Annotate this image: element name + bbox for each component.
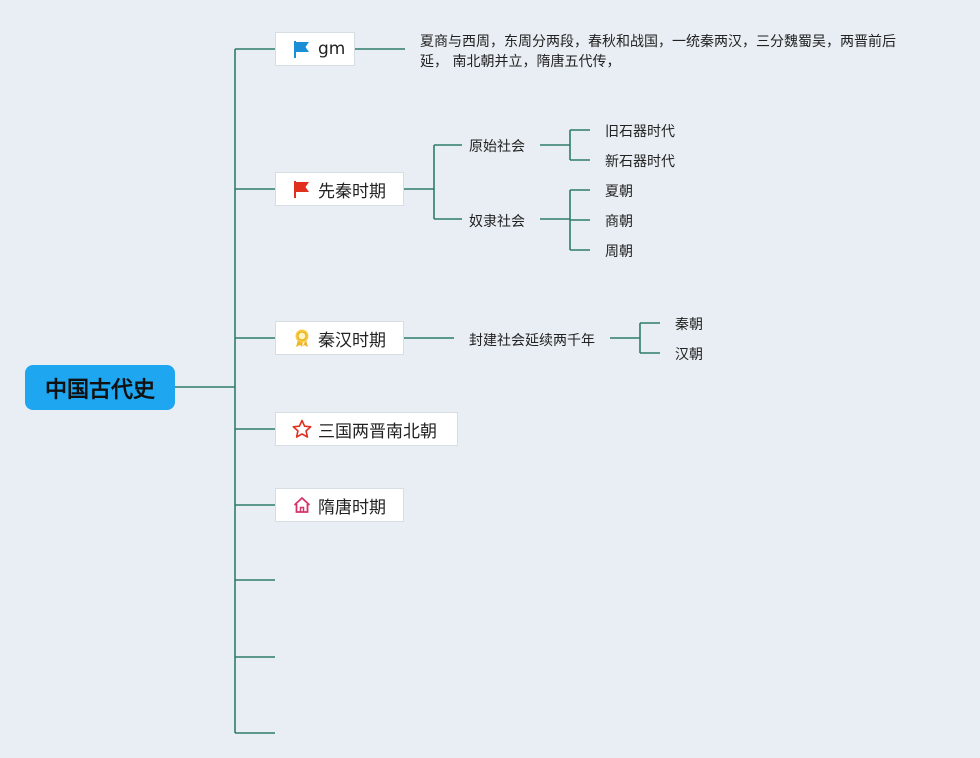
subtopic-nuli[interactable]: 奴隶社会	[469, 214, 525, 230]
blue-flag-icon	[292, 39, 312, 59]
gm-summary-note[interactable]: 夏商与西周，东周分两段，春秋和战国，一统秦两汉，三分魏蜀吴，两晋前后延， 南北朝…	[420, 34, 896, 70]
topic-xianqin-label: 先秦时期	[318, 181, 386, 202]
topic-xianqin[interactable]: 先秦时期	[275, 172, 404, 206]
subtopic-new-stone-age[interactable]: 新石器时代	[605, 154, 675, 170]
connector-xianqin-branch	[404, 144, 462, 220]
topic-gm-label: gm	[318, 39, 346, 59]
star-outline-icon	[292, 419, 312, 439]
red-flag-icon	[292, 179, 312, 199]
subtopic-yuanshi[interactable]: 原始社会	[469, 139, 525, 155]
topic-gm[interactable]: gm	[275, 32, 355, 66]
subtopic-xia[interactable]: 夏朝	[605, 184, 633, 200]
subtopic-shang[interactable]: 商朝	[605, 214, 633, 230]
subtopic-old-stone-age[interactable]: 旧石器时代	[605, 124, 675, 140]
subtopic-fengjian[interactable]: 封建社会延续两千年	[469, 333, 595, 349]
topic-qinhan[interactable]: 秦汉时期	[275, 321, 404, 355]
subtopic-han[interactable]: 汉朝	[675, 347, 703, 363]
award-ribbon-icon	[292, 328, 312, 348]
root-topic[interactable]: 中国古代史	[25, 365, 175, 410]
connector-yuanshi-branch	[540, 129, 590, 161]
connector-fengjian-branch	[610, 322, 660, 354]
topic-sanguo[interactable]: 三国两晋南北朝	[275, 412, 458, 446]
topic-suitang-label: 隋唐时期	[318, 497, 386, 518]
home-icon	[292, 495, 312, 515]
subtopic-zhou[interactable]: 周朝	[605, 244, 633, 260]
subtopic-qin[interactable]: 秦朝	[675, 317, 703, 333]
topic-qinhan-label: 秦汉时期	[318, 330, 386, 351]
root-topic-label: 中国古代史	[44, 377, 155, 403]
topic-suitang[interactable]: 隋唐时期	[275, 488, 404, 522]
topic-sanguo-label: 三国两晋南北朝	[318, 421, 437, 442]
connector-nuli-branch	[540, 189, 590, 251]
